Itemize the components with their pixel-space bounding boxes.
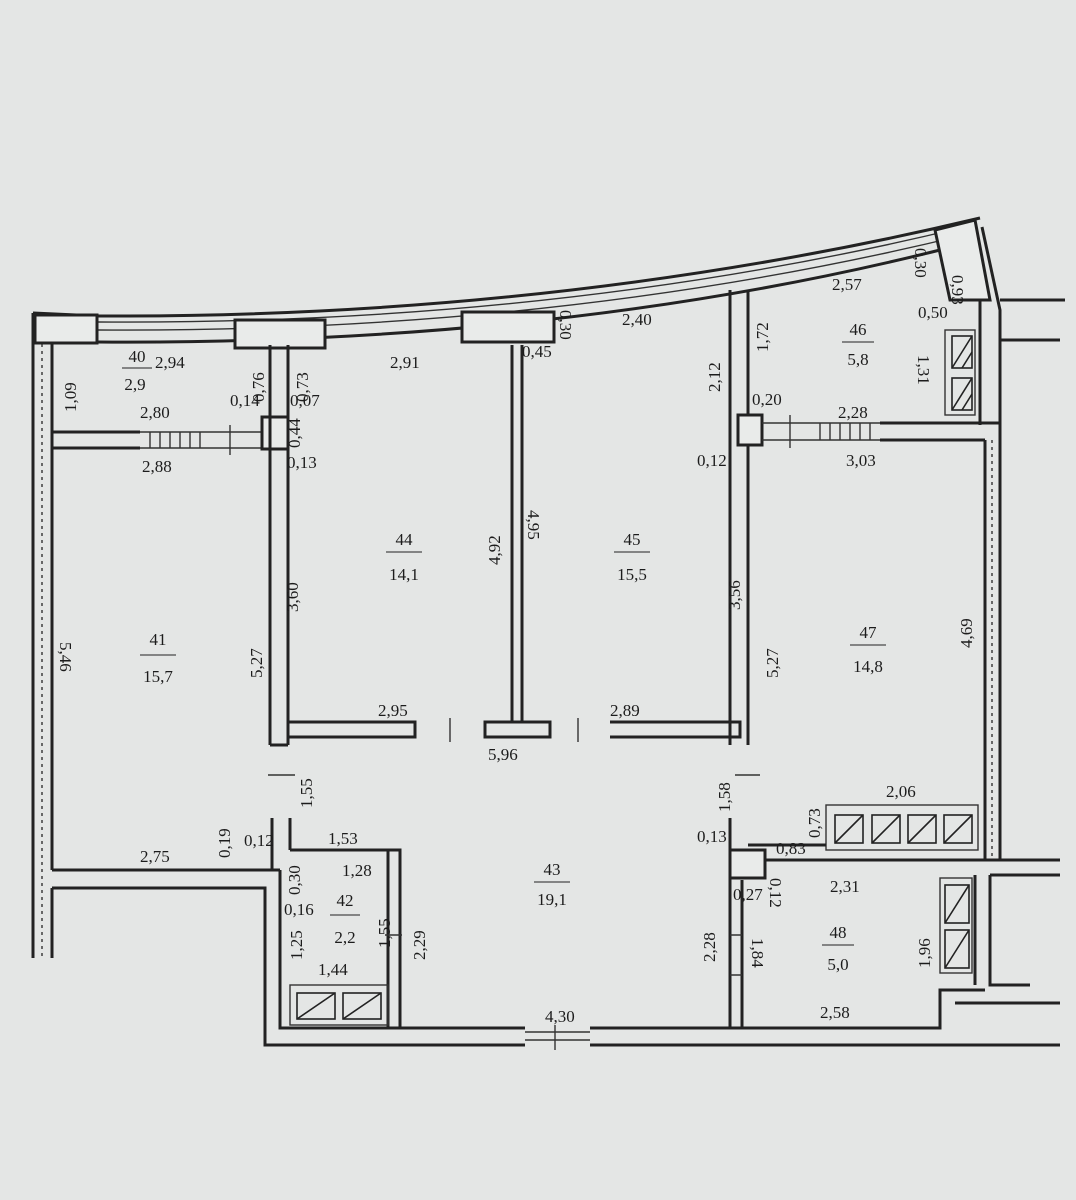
dimension: 1,09 xyxy=(61,382,80,412)
room-number: 48 xyxy=(830,923,847,942)
room-number: 47 xyxy=(860,623,878,642)
room-area: 2,9 xyxy=(124,375,145,394)
dimension: 2,94 xyxy=(155,353,185,372)
room-number: 44 xyxy=(396,530,414,549)
dimension: 2,31 xyxy=(830,877,860,896)
dimension: 2,29 xyxy=(410,930,429,960)
room-area: 15,5 xyxy=(617,565,647,584)
dimension: 2,88 xyxy=(142,457,172,476)
exterior-walls xyxy=(31,216,1065,1047)
dimension: 1,28 xyxy=(342,861,372,880)
dimension: 1,44 xyxy=(318,960,348,979)
room-number: 46 xyxy=(850,320,867,339)
vent-shafts xyxy=(296,335,973,1020)
dimension: 1,84 xyxy=(748,938,767,968)
dimension: 2,28 xyxy=(700,932,719,962)
dimension: 2,58 xyxy=(820,1003,850,1022)
dimension: 0,73 xyxy=(293,372,312,402)
dimension-labels: 2,94 1,09 0,76 0,73 0,14 0,07 2,80 0,44 … xyxy=(56,248,976,1026)
dimension: 0,73 xyxy=(805,808,824,838)
room-area: 14,8 xyxy=(853,657,883,676)
dimension: 2,89 xyxy=(610,701,640,720)
dimension: 0,07 xyxy=(290,391,320,410)
room-area: 5,0 xyxy=(827,955,848,974)
dimension: 2,80 xyxy=(140,403,170,422)
dimension: 5,27 xyxy=(247,648,266,678)
dimension: 2,57 xyxy=(832,275,862,294)
facade-piers xyxy=(33,218,992,350)
dimension: 0,13 xyxy=(697,827,727,846)
room-area: 15,7 xyxy=(143,667,173,686)
room-number: 40 xyxy=(129,347,146,366)
dimension: 0,19 xyxy=(215,828,234,858)
dimension: 0,50 xyxy=(918,303,948,322)
dimension: 0,30 xyxy=(556,310,575,340)
dimension: 4,92 xyxy=(485,535,504,565)
dimension: 3,60 xyxy=(283,582,302,612)
dimension: 0,14 xyxy=(230,391,260,410)
dimension: 1,58 xyxy=(715,782,734,812)
dimension: 0,30 xyxy=(285,865,304,895)
dimension: 1,96 xyxy=(915,938,934,968)
dimension: 5,27 xyxy=(763,648,782,678)
dimension: 2,95 xyxy=(378,701,408,720)
dimension: 0,93 xyxy=(948,275,967,305)
dimension: 2,91 xyxy=(390,353,420,372)
dimension: 5,96 xyxy=(488,745,518,764)
dimension: 4,69 xyxy=(957,618,976,648)
dimension: 3,03 xyxy=(846,451,876,470)
dimension: 0,44 xyxy=(285,418,304,448)
room-area: 5,8 xyxy=(847,350,868,369)
dimension: 1,55 xyxy=(297,778,316,808)
dimension: 2,28 xyxy=(838,403,868,422)
dimension: 0,13 xyxy=(287,453,317,472)
dimension: 1,72 xyxy=(753,322,772,352)
dimension: 0,30 xyxy=(911,248,930,278)
dimension: 0,45 xyxy=(522,342,552,361)
dimension: 4,30 xyxy=(545,1007,575,1026)
dimension: 5,46 xyxy=(56,642,75,672)
dimension: 1,31 xyxy=(914,355,933,385)
dimension: 3,56 xyxy=(725,580,744,610)
dimension: 0,83 xyxy=(776,839,806,858)
room-number: 41 xyxy=(150,630,167,649)
dimension: 2,75 xyxy=(140,847,170,866)
dimension: 0,12 xyxy=(244,831,274,850)
dimension: 2,06 xyxy=(886,782,916,801)
dimension: 2,12 xyxy=(705,362,724,392)
dimension: 1,53 xyxy=(328,829,358,848)
interior-walls xyxy=(52,290,1000,1050)
dimension: 2,40 xyxy=(622,310,652,329)
dimension: 0,20 xyxy=(752,390,782,409)
room-number: 45 xyxy=(624,530,641,549)
dimension: 0,16 xyxy=(284,900,314,919)
room-area: 14,1 xyxy=(389,565,419,584)
dimension: 0,76 xyxy=(249,372,268,402)
dimension: 0,12 xyxy=(766,878,785,908)
room-number: 42 xyxy=(337,891,354,910)
dimension: 4,95 xyxy=(524,510,543,540)
room-number: 43 xyxy=(544,860,561,879)
dimension: 0,27 xyxy=(733,885,763,904)
dimension: 1,55 xyxy=(375,918,394,948)
room-labels: 40 2,9 41 15,7 42 2,2 43 19,1 44 14,1 45… xyxy=(122,320,886,974)
dimension: 1,25 xyxy=(287,930,306,960)
room-area: 2,2 xyxy=(334,928,355,947)
dimension: 0,12 xyxy=(697,451,727,470)
room-area: 19,1 xyxy=(537,890,567,909)
